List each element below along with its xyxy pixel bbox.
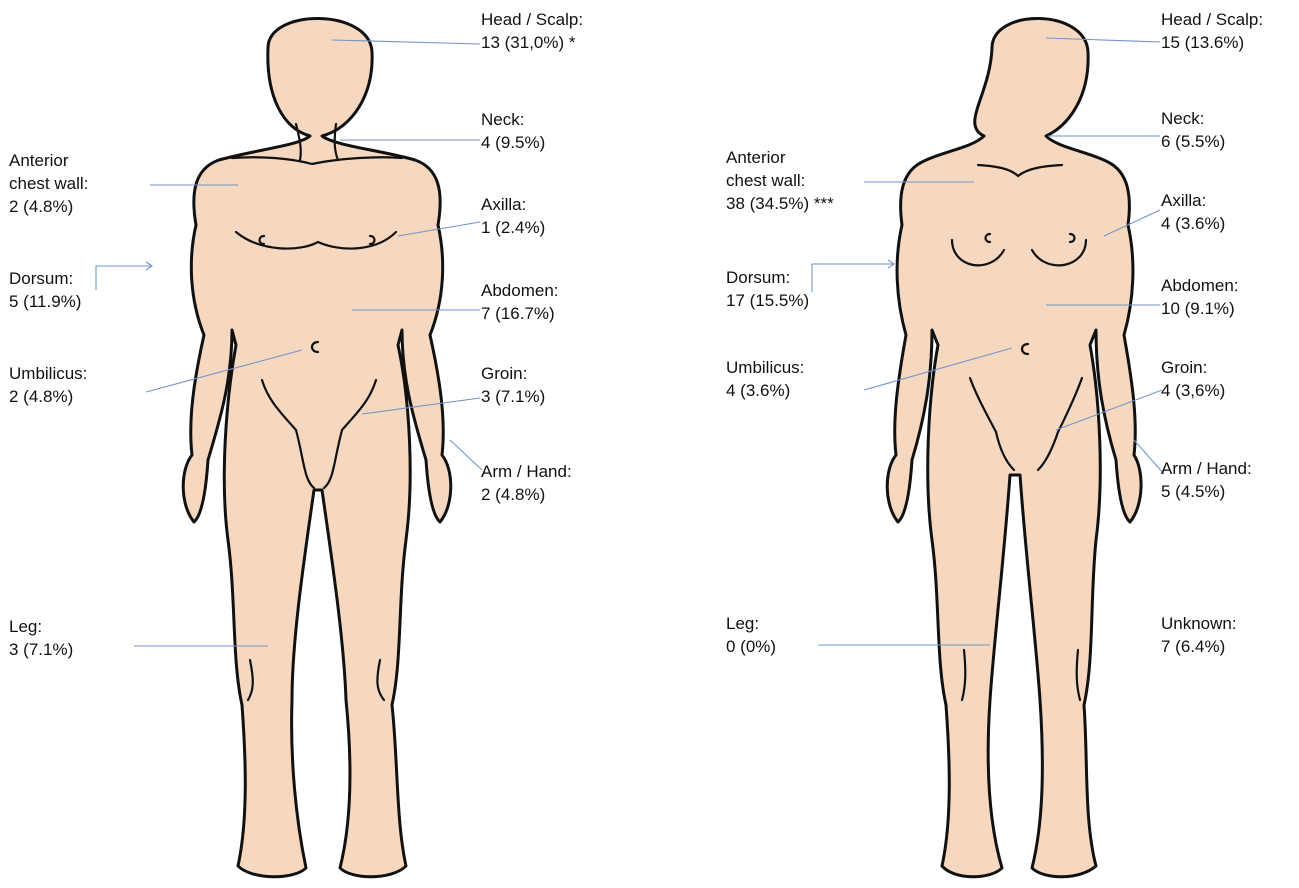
label-name: Umbilicus: (726, 356, 804, 379)
label-name: Arm / Hand: (481, 460, 572, 483)
label-female-groin: Groin: 4 (3,6%) (1161, 356, 1225, 402)
label-name: Dorsum: (726, 266, 809, 289)
label-male-groin: Groin: 3 (7.1%) (481, 362, 545, 408)
label-value: 15 (13.6%) (1161, 31, 1263, 54)
label-value: 6 (5.5%) (1161, 130, 1225, 153)
label-female-chest: Anterior chest wall: 38 (34.5%) *** (726, 146, 834, 215)
label-name-2: chest wall: (726, 169, 834, 192)
label-female-umbilicus: Umbilicus: 4 (3.6%) (726, 356, 804, 402)
label-female-abdomen: Abdomen: 10 (9.1%) (1161, 274, 1239, 320)
male-figure (183, 18, 451, 876)
label-female-head: Head / Scalp: 15 (13.6%) (1161, 8, 1263, 54)
label-name: Arm / Hand: (1161, 457, 1252, 480)
label-name: Groin: (1161, 356, 1225, 379)
female-body-outline (887, 18, 1141, 876)
label-male-axilla: Axilla: 1 (2.4%) (481, 193, 545, 239)
label-value: 1 (2.4%) (481, 216, 545, 239)
label-value: 17 (15.5%) (726, 289, 809, 312)
label-name-2: chest wall: (9, 172, 88, 195)
leader-female-dorsum (812, 264, 894, 292)
leader-male-dorsum (96, 266, 152, 290)
label-female-unknown: Unknown: 7 (6.4%) (1161, 612, 1237, 658)
label-name: Neck: (481, 108, 545, 131)
label-name: Axilla: (481, 193, 545, 216)
label-value: 4 (3.6%) (726, 379, 804, 402)
label-female-dorsum: Dorsum: 17 (15.5%) (726, 266, 809, 312)
label-male-leg: Leg: 3 (7.1%) (9, 615, 73, 661)
label-name: Anterior (726, 146, 834, 169)
label-female-axilla: Axilla: 4 (3.6%) (1161, 189, 1225, 235)
male-body-outline (183, 18, 451, 876)
female-figure (887, 18, 1141, 876)
label-name: Dorsum: (9, 267, 81, 290)
label-male-arm: Arm / Hand: 2 (4.8%) (481, 460, 572, 506)
label-value: 7 (16.7%) (481, 302, 559, 325)
label-male-head: Head / Scalp: 13 (31,0%) * (481, 8, 583, 54)
label-name: Leg: (726, 612, 776, 635)
label-name: Head / Scalp: (481, 8, 583, 31)
label-value: 4 (3.6%) (1161, 212, 1225, 235)
label-name: Leg: (9, 615, 73, 638)
label-name: Head / Scalp: (1161, 8, 1263, 31)
leader-male-arm (450, 440, 482, 470)
label-name: Neck: (1161, 107, 1225, 130)
label-value: 3 (7.1%) (481, 385, 545, 408)
label-female-leg: Leg: 0 (0%) (726, 612, 776, 658)
label-value: 5 (11.9%) (9, 290, 81, 313)
label-value: 10 (9.1%) (1161, 297, 1239, 320)
label-value: 2 (4.8%) (9, 195, 88, 218)
label-value: 5 (4.5%) (1161, 480, 1252, 503)
label-female-arm: Arm / Hand: 5 (4.5%) (1161, 457, 1252, 503)
label-value: 0 (0%) (726, 635, 776, 658)
label-male-abdomen: Abdomen: 7 (16.7%) (481, 279, 559, 325)
label-name: Abdomen: (481, 279, 559, 302)
label-male-dorsum: Dorsum: 5 (11.9%) (9, 267, 81, 313)
label-value: 2 (4.8%) (9, 385, 87, 408)
label-name: Umbilicus: (9, 362, 87, 385)
label-value: 4 (9.5%) (481, 131, 545, 154)
label-name: Axilla: (1161, 189, 1225, 212)
label-name: Anterior (9, 149, 88, 172)
label-male-umbilicus: Umbilicus: 2 (4.8%) (9, 362, 87, 408)
label-value: 2 (4.8%) (481, 483, 572, 506)
label-male-neck: Neck: 4 (9.5%) (481, 108, 545, 154)
label-value: 38 (34.5%) *** (726, 192, 834, 215)
label-value: 4 (3,6%) (1161, 379, 1225, 402)
label-female-neck: Neck: 6 (5.5%) (1161, 107, 1225, 153)
label-name: Groin: (481, 362, 545, 385)
label-male-chest: Anterior chest wall: 2 (4.8%) (9, 149, 88, 218)
label-name: Abdomen: (1161, 274, 1239, 297)
label-value: 13 (31,0%) * (481, 31, 583, 54)
label-value: 3 (7.1%) (9, 638, 73, 661)
label-value: 7 (6.4%) (1161, 635, 1237, 658)
label-name: Unknown: (1161, 612, 1237, 635)
